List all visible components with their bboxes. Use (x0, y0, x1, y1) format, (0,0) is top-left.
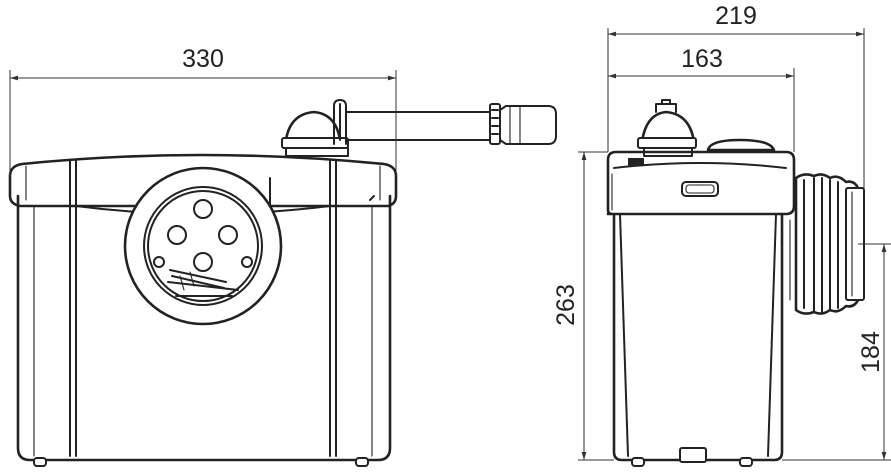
dimension-lines (9, 28, 891, 461)
front-view (8, 99, 557, 467)
dimension-side-height: 263 (552, 284, 580, 326)
side-view (606, 99, 865, 467)
dimension-side-total-depth: 219 (715, 2, 757, 30)
dimension-side-body-depth: 163 (681, 45, 723, 73)
dimension-front-width: 330 (182, 45, 224, 73)
dimension-outlet-height: 184 (857, 331, 885, 373)
